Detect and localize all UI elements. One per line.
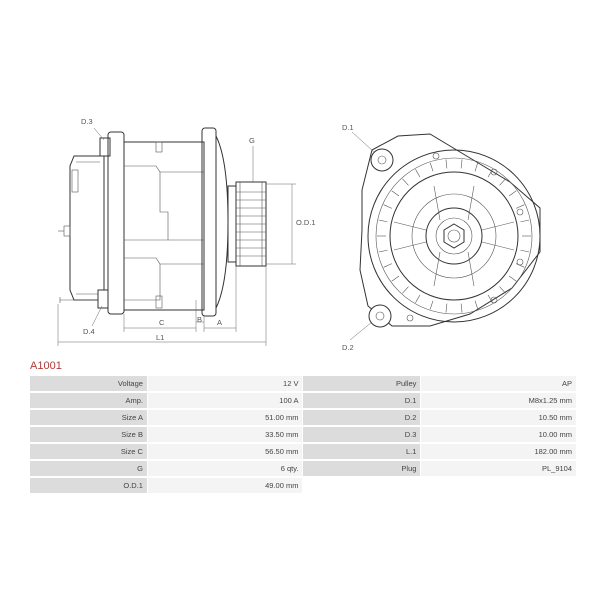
spec-value: 6 qty.	[147, 461, 303, 476]
vent-slot	[520, 219, 530, 223]
vent-slot	[445, 303, 448, 313]
vent-slot	[429, 162, 434, 172]
spec-value: 12 V	[147, 376, 303, 391]
vent-slot	[402, 178, 409, 186]
spec-value: 49.00 mm	[147, 478, 303, 493]
spec-label: Size B	[30, 427, 147, 442]
callout-l1: L1	[156, 333, 164, 342]
spec-label: Size A	[30, 410, 147, 425]
spec-value: 56.50 mm	[147, 444, 303, 459]
vent-slot	[460, 159, 463, 169]
vent-slot	[378, 249, 388, 253]
spec-label: Size C	[30, 444, 147, 459]
vent-slot	[515, 263, 525, 268]
spec-label: Amp.	[30, 393, 147, 408]
callout-od1: O.D.1	[296, 218, 316, 227]
spec-label: Pulley	[303, 376, 421, 391]
vent-slot	[520, 249, 530, 253]
vent-slot	[378, 219, 388, 223]
spec-label: D.3	[303, 427, 421, 442]
vent-slot	[487, 169, 493, 178]
callout-c: C	[159, 318, 165, 327]
vent-slot	[474, 162, 479, 172]
vent-slot	[460, 303, 463, 313]
callout-d3: D.3	[81, 117, 93, 126]
part-number: A1001	[30, 360, 62, 372]
vent-slot	[391, 190, 400, 197]
vent-slot	[487, 294, 493, 303]
vent-slot	[508, 275, 517, 282]
spec-value: PL_9104	[421, 461, 576, 476]
callout-g: G	[249, 136, 255, 145]
spec-value: 10.50 mm	[421, 410, 576, 425]
vent-slot	[474, 300, 479, 310]
callout-d2: D.2	[342, 343, 354, 352]
spec-label	[303, 478, 420, 493]
vent-slot	[415, 294, 421, 303]
vent-slot	[515, 204, 525, 209]
callout-b: B	[197, 315, 202, 324]
vent-slot	[429, 300, 434, 310]
spec-value: 33.50 mm	[147, 427, 303, 442]
vent-slot	[383, 204, 393, 209]
spec-label: D.2	[303, 410, 421, 425]
spec-value: 10.00 mm	[421, 427, 576, 442]
spec-label: Plug	[303, 461, 421, 476]
spec-value: M8x1.25 mm	[421, 393, 576, 408]
vent-slot	[499, 178, 506, 186]
vent-slot	[402, 286, 409, 294]
spec-label: O.D.1	[30, 478, 147, 493]
spec-value	[421, 478, 576, 493]
spec-value: 51.00 mm	[147, 410, 303, 425]
vent-slots	[377, 159, 531, 313]
dimension-lines-side	[57, 127, 296, 346]
alternator-side-view	[58, 127, 267, 317]
technical-drawing: D.3 G O.D.1 D.4 C B A L1 D.1 D.2	[57, 117, 541, 352]
vent-slot	[415, 169, 421, 178]
vent-slot	[508, 190, 517, 197]
spec-value: 182.00 mm	[421, 444, 576, 459]
vent-slot	[445, 159, 448, 169]
spec-value: AP	[421, 376, 576, 391]
vent-slot	[499, 286, 506, 294]
spec-label: D.1	[303, 393, 421, 408]
callout-d1: D.1	[342, 123, 354, 132]
callout-a: A	[217, 318, 222, 327]
alternator-front-view	[359, 133, 541, 328]
spec-value: 100 A	[147, 393, 303, 408]
vent-slot	[391, 275, 400, 282]
spec-label: Voltage	[30, 376, 147, 391]
callout-d4: D.4	[83, 327, 95, 336]
spec-label: L.1	[303, 444, 421, 459]
vent-slot	[383, 263, 393, 268]
spec-label: G	[30, 461, 147, 476]
